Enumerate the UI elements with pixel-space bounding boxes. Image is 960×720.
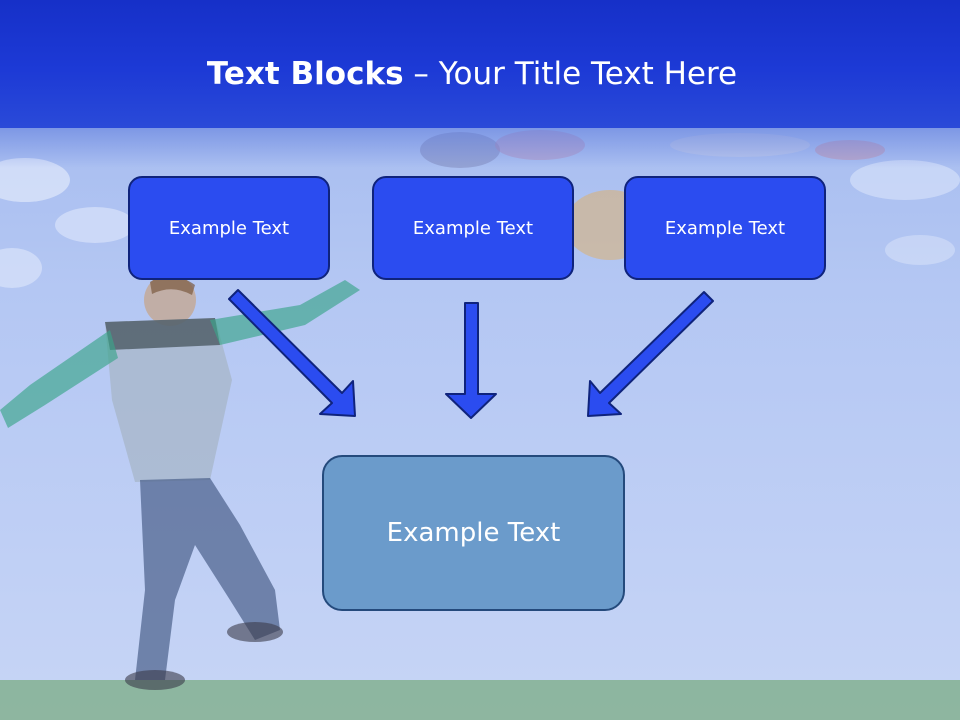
text-block-1-label: Example Text [168, 217, 290, 239]
arrow-down-right-icon [228, 289, 356, 417]
title-band-fade [0, 128, 960, 168]
text-block-3-label: Example Text [664, 217, 786, 239]
slide-title: Text Blocks – Your Title Text Here [0, 52, 944, 96]
text-block-result[interactable]: Example Text [322, 455, 625, 611]
slide-title-dash: – [403, 56, 439, 92]
arrow-down-icon [445, 302, 497, 419]
text-block-3[interactable]: Example Text [624, 176, 826, 280]
arrow-down-left-icon [587, 291, 714, 417]
text-block-1[interactable]: Example Text [128, 176, 330, 280]
text-block-result-label: Example Text [386, 518, 561, 548]
slide-title-bold: Text Blocks [206, 56, 404, 92]
slide-title-rest: Your Title Text Here [438, 56, 738, 92]
text-block-2[interactable]: Example Text [372, 176, 574, 280]
text-block-2-label: Example Text [412, 217, 534, 239]
title-band [0, 0, 960, 128]
